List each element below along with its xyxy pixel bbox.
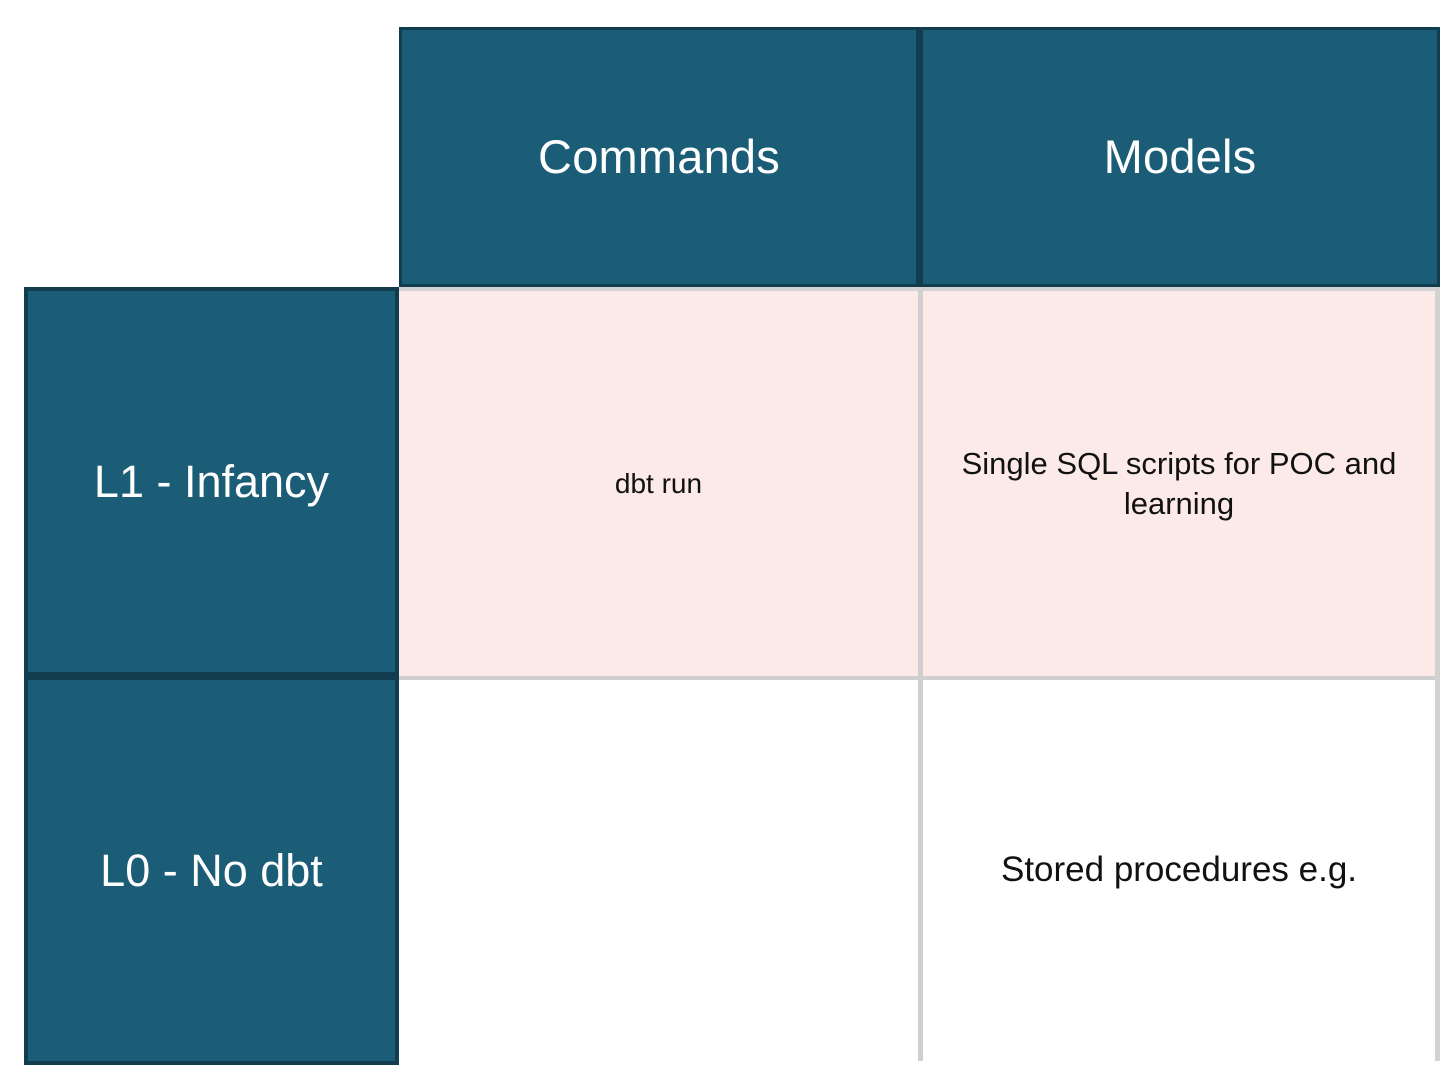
row-header-l1-infancy: L1 - Infancy xyxy=(24,287,399,676)
cell-l1-models-text: Single SQL scripts for POC and learning xyxy=(961,445,1397,521)
column-header-row: Commands Models xyxy=(399,27,1440,287)
cell-l0-models: Stored procedures e.g. xyxy=(918,680,1435,1061)
table-row: Stored procedures e.g. xyxy=(399,676,1435,1061)
column-header-models-label: Models xyxy=(1103,130,1257,184)
column-header-commands: Commands xyxy=(399,27,919,287)
row-header-l0-label: L0 - No dbt xyxy=(100,844,323,896)
cell-l1-commands: dbt run xyxy=(399,291,918,676)
cell-l1-models: Single SQL scripts for POC and learning xyxy=(918,291,1435,676)
cell-l0-models-text: Stored procedures e.g. xyxy=(1000,850,1358,890)
matrix-body: dbt run Single SQL scripts for POC and l… xyxy=(399,287,1440,1061)
row-header-l0-no-dbt: L0 - No dbt xyxy=(24,676,399,1065)
column-header-commands-label: Commands xyxy=(538,130,780,184)
cell-l0-commands xyxy=(399,680,918,1061)
row-header-l1-label: L1 - Infancy xyxy=(93,455,330,507)
column-header-models: Models xyxy=(919,27,1440,287)
table-row: dbt run Single SQL scripts for POC and l… xyxy=(399,287,1435,676)
cell-l1-commands-text: dbt run xyxy=(614,467,703,499)
